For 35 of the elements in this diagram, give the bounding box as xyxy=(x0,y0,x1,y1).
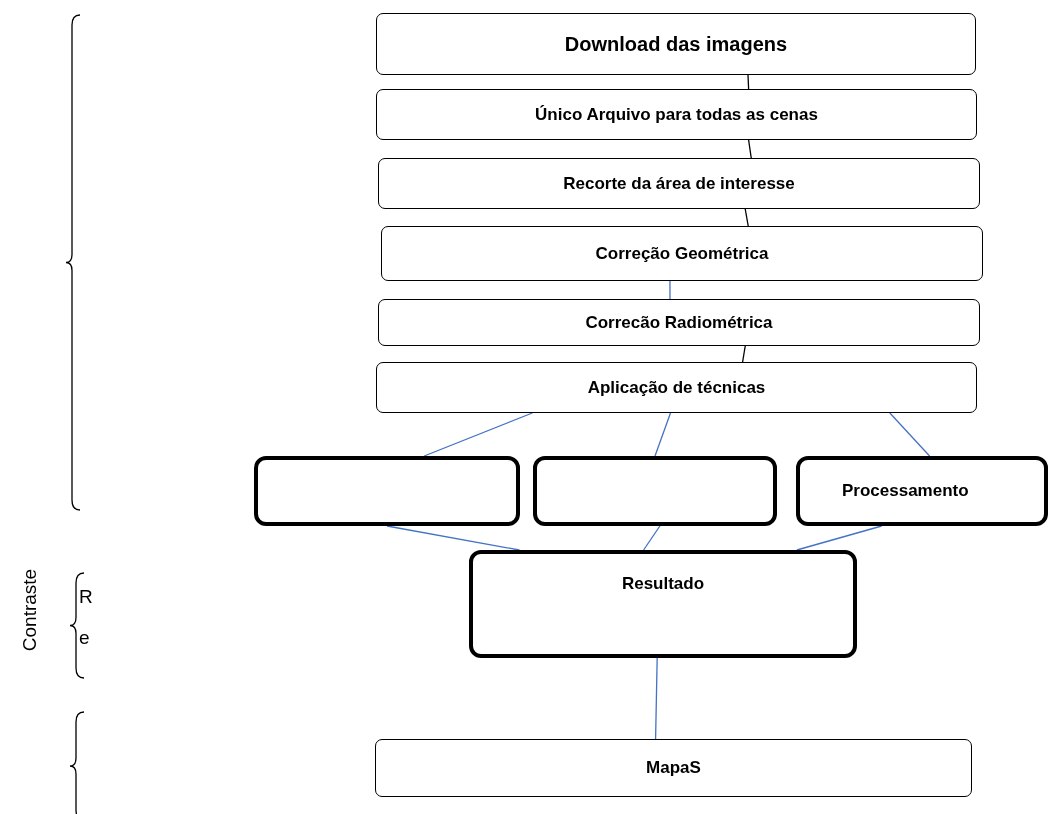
connector-line xyxy=(747,139,752,159)
process-box xyxy=(796,456,1048,526)
process-box xyxy=(378,299,980,346)
connector-line xyxy=(423,412,533,457)
empty-box xyxy=(533,456,777,526)
box-label: Correcão Radiométrica xyxy=(585,312,773,333)
process-box xyxy=(378,158,980,209)
connector-line xyxy=(654,412,672,457)
connector-line xyxy=(796,525,883,551)
process-box xyxy=(375,739,972,797)
process-box xyxy=(469,550,857,658)
box-label: Correção Geométrica xyxy=(595,243,769,264)
box-label: Download das imagens xyxy=(564,32,788,56)
box-label: Único Arquivo para todas as cenas xyxy=(535,104,818,125)
connector-line xyxy=(654,657,658,740)
connector-line xyxy=(669,280,671,300)
label-text: e xyxy=(79,627,90,649)
connector-line xyxy=(889,412,931,457)
side-label: Contraste xyxy=(19,568,41,652)
connector-line xyxy=(386,525,521,551)
connector-line xyxy=(642,525,661,551)
process-box xyxy=(381,226,983,281)
label-text: R xyxy=(79,586,93,608)
process-box xyxy=(376,13,976,75)
box-label: MapaS xyxy=(646,758,701,778)
process-box xyxy=(376,89,977,140)
empty-box xyxy=(254,456,520,526)
connector-line xyxy=(741,345,746,363)
process-box xyxy=(376,362,977,413)
connector-line xyxy=(747,74,750,90)
box-label: Aplicação de técnicas xyxy=(587,377,766,398)
box-label: Processamento xyxy=(842,481,969,501)
box-label: Recorte da área de interesse xyxy=(563,173,795,194)
box-label: Resultado xyxy=(621,574,705,594)
connector-line xyxy=(744,208,749,227)
